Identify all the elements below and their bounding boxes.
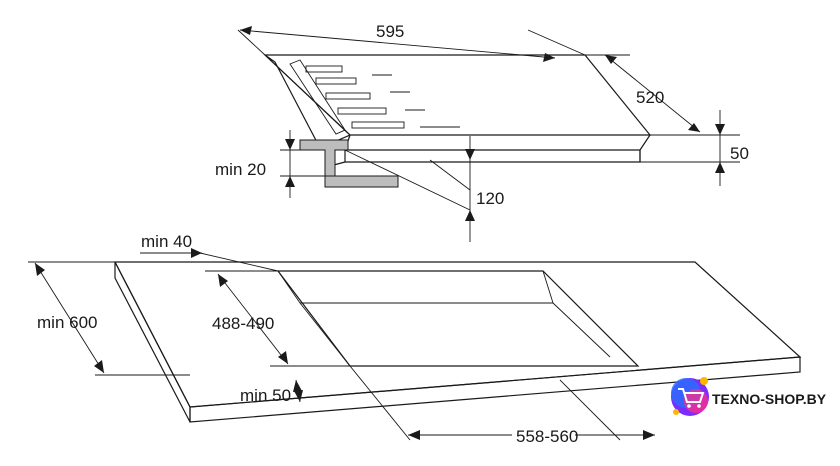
- dim-hob-height: 50: [640, 110, 749, 186]
- worktop-cutout: [276, 270, 640, 367]
- hob-control-strip: [289, 59, 460, 135]
- label-min-50: min 50: [240, 386, 291, 405]
- hob-front-face: [344, 149, 641, 163]
- dim-min-40: min 40: [140, 232, 279, 272]
- cart-icon: [678, 388, 705, 408]
- label-min-600: min 600: [37, 313, 97, 332]
- worktop-left-edge: [114, 261, 191, 423]
- dim-hob-width: 595: [237, 22, 586, 62]
- mounting-bracket: [299, 139, 399, 188]
- dim-min-600: min 600: [28, 261, 190, 376]
- label-595: 595: [376, 22, 404, 41]
- dim-min-50: min 50: [240, 379, 303, 405]
- worktop-front-edge: [189, 356, 801, 423]
- label-558-560: 558-560: [516, 427, 578, 446]
- label-488-490: 488-490: [212, 314, 274, 333]
- texno-shop-logo: TEXNO-SHOP.BY: [671, 377, 827, 416]
- logo-text: TEXNO-SHOP.BY: [712, 391, 827, 407]
- label-120: 120: [476, 189, 504, 208]
- label-520: 520: [636, 88, 664, 107]
- label-min-20: min 20: [215, 160, 266, 179]
- label-min-40: min 40: [141, 232, 192, 251]
- hob-left-edge: [264, 54, 352, 149]
- dim-hob-depth: 520: [585, 54, 701, 136]
- worktop-drawing: [114, 261, 802, 423]
- dim-min-20: min 20: [215, 130, 335, 198]
- dim-488-490: 488-490: [205, 270, 350, 367]
- dim-558-560: 558-560: [349, 365, 655, 446]
- label-50: 50: [730, 144, 749, 163]
- dim-120: 120: [344, 136, 504, 242]
- hob-drawing: [263, 54, 652, 188]
